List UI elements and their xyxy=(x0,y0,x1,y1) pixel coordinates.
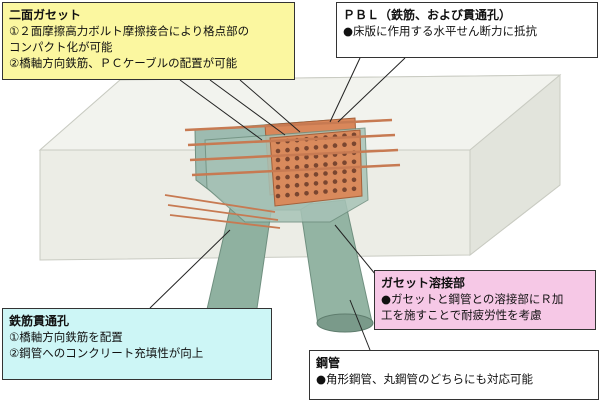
bolt xyxy=(294,182,300,188)
bolt xyxy=(304,191,309,196)
callout-pipe-title: 鋼管 xyxy=(316,356,341,370)
bolt xyxy=(332,170,338,175)
bolt xyxy=(332,179,338,184)
bolt xyxy=(294,155,300,161)
callout-pbl: ＰＢＬ（鉄筋、および貫通孔） ●床版に作用する水平せん断力に抵抗 xyxy=(336,2,598,58)
bolt xyxy=(285,156,290,162)
bolt xyxy=(294,173,300,179)
bolt xyxy=(323,144,328,149)
callout-weld-line-2: 工を施すことで耐疲労性を考慮 xyxy=(381,308,542,322)
bolt xyxy=(351,186,357,192)
bolt xyxy=(285,174,290,180)
callout-gusset: 二面ガセット ①２面摩擦高力ボルト摩擦接合により格点部の コンパクト化が可能 ②… xyxy=(2,2,295,80)
bolt xyxy=(332,143,338,148)
callout-rebar-hole-title: 鉄筋貫通孔 xyxy=(9,314,70,328)
pbl-rebars xyxy=(184,118,401,177)
callout-weld-line-1: ●ガセットと鋼管との溶接部にＲ加 xyxy=(381,292,564,306)
bolt xyxy=(285,183,290,189)
bolt xyxy=(275,148,281,154)
bolt xyxy=(304,155,309,160)
bolt xyxy=(304,182,309,187)
bolt xyxy=(313,145,319,150)
bolt xyxy=(332,188,338,193)
bolt xyxy=(313,172,319,177)
bolt xyxy=(342,178,347,183)
callout-weld-title: ガセット溶接部 xyxy=(381,276,466,290)
bolt xyxy=(342,187,347,192)
callout-pipe: 鋼管 ●角形鋼管、丸鋼管のどちらにも対応可能 xyxy=(309,350,599,400)
bolt xyxy=(342,142,347,147)
bolt xyxy=(351,159,357,165)
bolt xyxy=(323,171,328,176)
bolt xyxy=(313,163,319,168)
longitudinal-rebars xyxy=(164,194,281,229)
bolt xyxy=(332,161,338,166)
bolt xyxy=(285,147,290,153)
bolt xyxy=(323,162,328,167)
callout-rebar-hole-line-2: ②鋼管へのコンクリート充填性が向上 xyxy=(9,346,204,360)
bolt xyxy=(304,164,309,169)
bolt xyxy=(323,180,328,185)
bolt xyxy=(294,146,300,152)
bolt xyxy=(285,192,290,198)
bolt xyxy=(304,173,309,178)
callout-pbl-line-1: ●床版に作用する水平せん断力に抵抗 xyxy=(343,24,538,38)
bolt xyxy=(275,184,281,190)
bolt xyxy=(351,168,357,174)
bolt xyxy=(313,190,319,195)
bolt xyxy=(351,141,357,147)
bolt xyxy=(275,193,281,199)
callout-gusset-title: 二面ガセット xyxy=(9,8,82,22)
callout-rebar-hole: 鉄筋貫通孔 ①橋軸方向鉄筋を配置 ②鋼管へのコンクリート充填性が向上 xyxy=(2,308,272,380)
bolt xyxy=(275,175,281,181)
leader-lines xyxy=(149,57,406,351)
bolt xyxy=(342,160,347,165)
bolt xyxy=(323,189,328,194)
callout-weld: ガセット溶接部 ●ガセットと鋼管との溶接部にＲ加 工を施すことで耐疲労性を考慮 xyxy=(374,270,596,330)
bolt xyxy=(275,157,281,163)
bolt xyxy=(313,181,319,186)
bolt xyxy=(313,154,319,159)
callout-pipe-line-1: ●角形鋼管、丸鋼管のどちらにも対応可能 xyxy=(316,372,534,386)
bolt xyxy=(294,164,300,170)
bolt xyxy=(351,177,357,183)
callout-gusset-line-1: ①２面摩擦高力ボルト摩擦接合により格点部の xyxy=(9,24,250,38)
bolt xyxy=(342,169,347,174)
callout-pbl-title: ＰＢＬ（鉄筋、および貫通孔） xyxy=(343,8,512,22)
callout-gusset-line-3: ②橋軸方向鉄筋、ＰＣケーブルの配置が可能 xyxy=(9,56,238,70)
bolt xyxy=(294,191,300,197)
callout-gusset-line-2: コンパクト化が可能 xyxy=(9,40,113,54)
bolt xyxy=(304,146,309,151)
callout-rebar-hole-line-1: ①橋軸方向鉄筋を配置 xyxy=(9,330,123,344)
